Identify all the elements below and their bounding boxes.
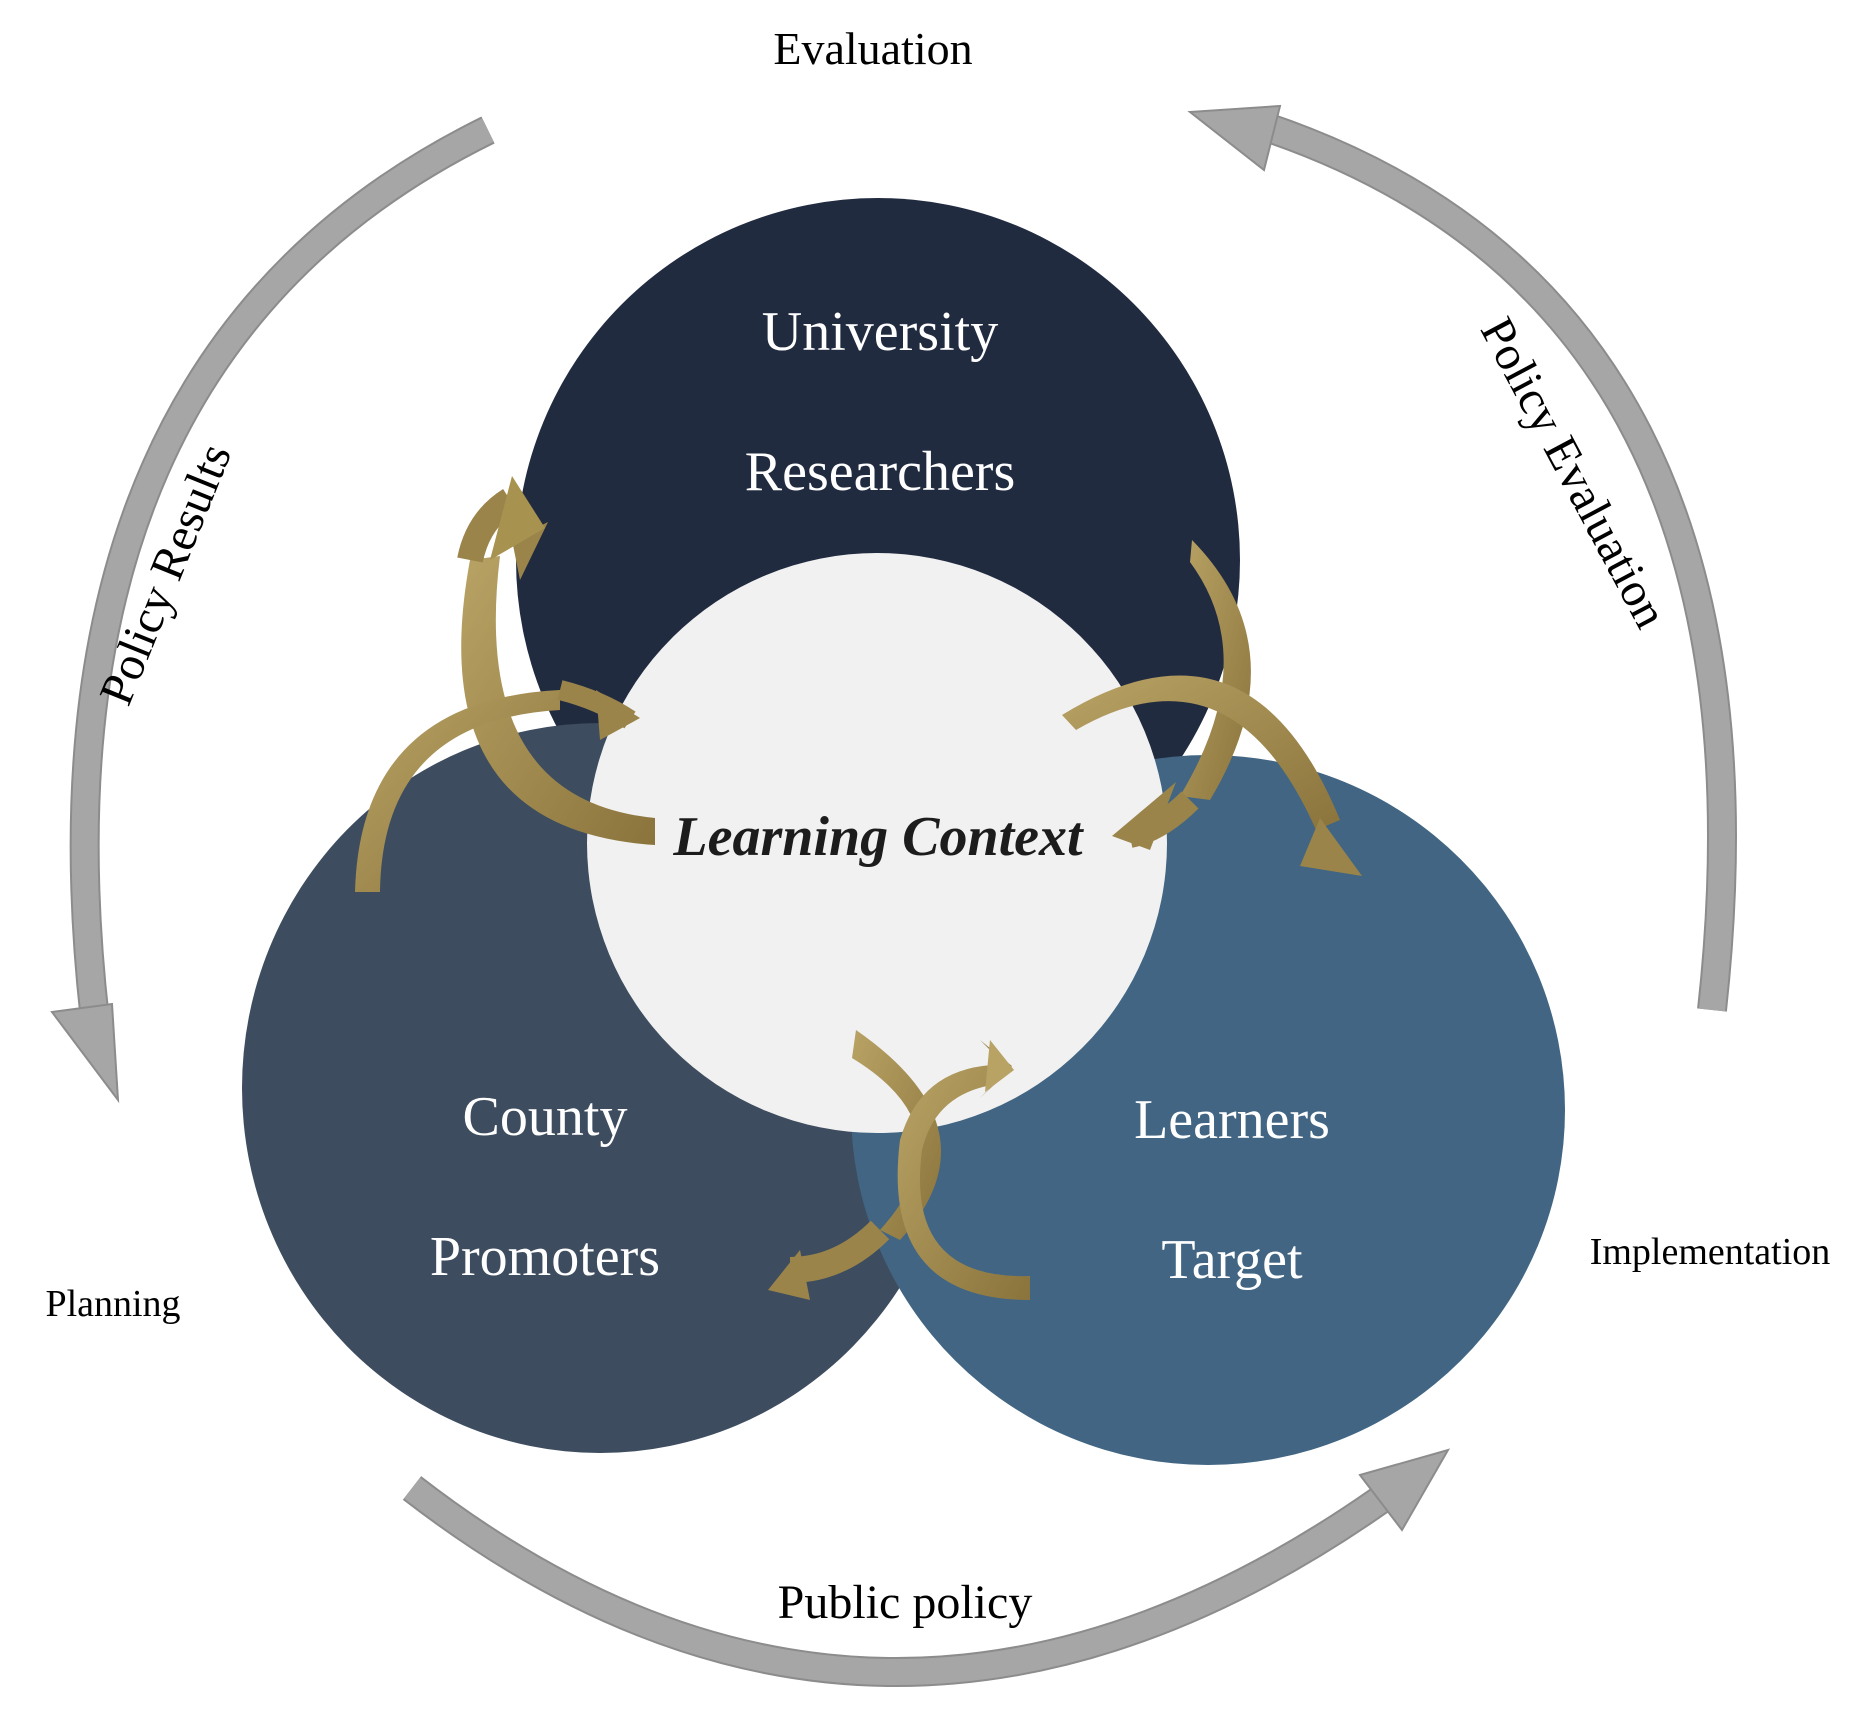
public-policy-label: Public policy <box>778 1576 1033 1629</box>
cycle-arrow-right <box>1187 104 1737 1012</box>
cycle-arrow-left <box>50 116 495 1104</box>
researchers-label: Researchers <box>745 441 1016 503</box>
arrowhead-up-right-icon <box>1358 1448 1451 1532</box>
university-label: University <box>762 301 998 363</box>
arrowhead-icon <box>768 1250 810 1300</box>
promoters-label: Promoters <box>430 1226 660 1288</box>
circle-learning-context <box>587 553 1167 1133</box>
arrowhead-icon <box>1112 782 1176 850</box>
arrowhead-down-icon <box>50 1002 120 1104</box>
evaluation-label: Evaluation <box>773 23 972 74</box>
implementation-label: Implementation <box>1590 1231 1831 1273</box>
planning-label: Planning <box>45 1283 180 1325</box>
arrowhead-icon <box>1300 818 1362 876</box>
arrowhead-up-left-icon <box>1187 104 1282 172</box>
learners-label: Learners <box>1134 1089 1330 1151</box>
learning-context-label: Learning Context <box>672 806 1084 868</box>
county-label: County <box>463 1086 628 1148</box>
cycle-arrow-bottom <box>402 1448 1451 1687</box>
target-label: Target <box>1161 1229 1303 1291</box>
flow-arrows <box>355 476 1362 1300</box>
